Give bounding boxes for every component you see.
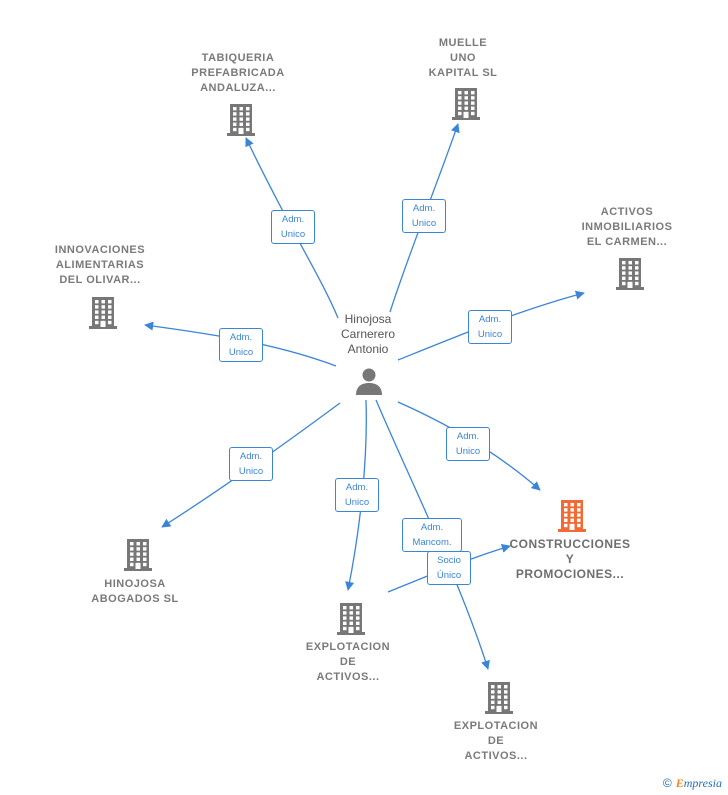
edge-role-label[interactable]: Adm. Unico <box>229 447 273 481</box>
edge-role-label[interactable]: Adm. Unico <box>271 210 315 244</box>
company-label-muelle[interactable]: MUELLE UNO KAPITAL SL <box>428 37 498 79</box>
edge-role-label[interactable]: Adm. Unico <box>468 310 512 344</box>
edge-line <box>245 137 339 319</box>
building-icon[interactable] <box>451 86 481 120</box>
edge-role-label[interactable]: Adm. Unico <box>335 478 379 512</box>
building-icon[interactable] <box>615 256 645 290</box>
company-label-hinojosa-abogados[interactable]: HINOJOSA ABOGADOS SL <box>91 578 179 605</box>
company-label-tabiqueria[interactable]: TABIQUERIA PREFABRICADA ANDALUZA... <box>191 52 285 94</box>
building-icon[interactable] <box>123 537 153 571</box>
building-icon[interactable] <box>88 295 118 329</box>
brand-logo: ©Empresia <box>662 776 722 790</box>
company-label-innovaciones[interactable]: INNOVACIONES ALIMENTARIAS DEL OLIVAR... <box>54 244 146 286</box>
company-label-explotacion-1[interactable]: EXPLOTACION DE ACTIVOS... <box>305 641 391 683</box>
edge-role-label[interactable]: Adm. Unico <box>219 328 263 362</box>
edge-role-label[interactable]: Adm. Mancom. <box>402 518 462 552</box>
building-icon[interactable] <box>557 498 587 532</box>
company-label-activos-carmen[interactable]: ACTIVOS INMOBILIARIOS EL CARMEN... <box>581 206 673 248</box>
building-icon[interactable] <box>336 601 366 635</box>
center-person-label: Hinojosa Carnerero Antonio <box>340 312 396 356</box>
edge-role-label[interactable]: Adm. Unico <box>402 199 446 233</box>
edge-role-label[interactable]: Adm. Unico <box>446 427 490 461</box>
person-icon[interactable] <box>354 366 384 396</box>
edge-role-label[interactable]: Socio Único <box>427 551 471 585</box>
building-icon[interactable] <box>226 102 256 136</box>
company-label-construcciones[interactable]: CONSTRUCCIONES Y PROMOCIONES... <box>509 537 631 581</box>
company-label-explotacion-2[interactable]: EXPLOTACION DE ACTIVOS... <box>453 720 539 762</box>
building-icon[interactable] <box>484 680 514 714</box>
